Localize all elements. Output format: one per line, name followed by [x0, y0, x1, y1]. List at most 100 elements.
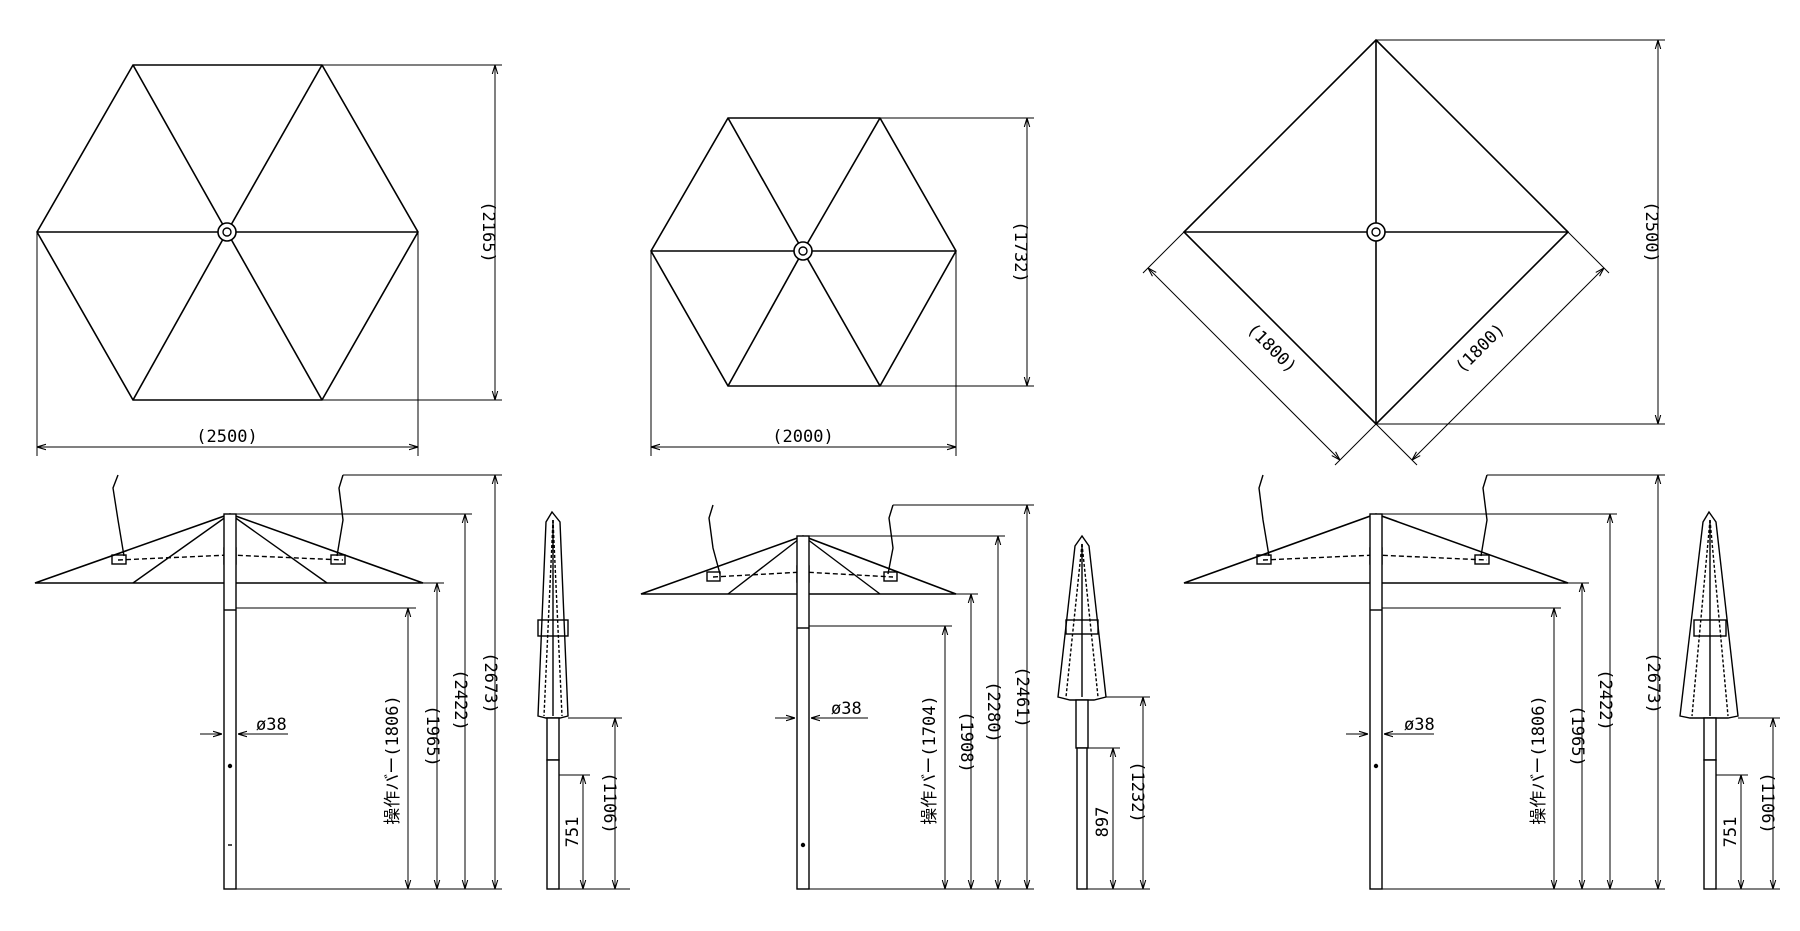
rib [226, 231, 323, 401]
pole [1369, 513, 1383, 890]
dimension-bar [1382, 607, 1561, 889]
dimension-top [893, 504, 1034, 889]
top-view-hexagon-large [36, 64, 502, 456]
dimension-hub [809, 535, 1005, 889]
dimension-label: (2461) [1012, 666, 1032, 727]
pole [546, 759, 560, 890]
top-view-hexagon-small [650, 117, 1034, 456]
dimension-label: (2422) [450, 669, 470, 730]
dimension-canopy-edge [1568, 582, 1589, 889]
dimension-label: 751 [563, 817, 583, 848]
dimension-label: (1106) [599, 772, 619, 833]
closed-view-small [1057, 534, 1150, 890]
rib [727, 117, 804, 252]
pole-diameter-label: ø38 [1404, 715, 1435, 735]
runner [537, 619, 569, 637]
pole [796, 535, 810, 890]
dimension-bar [236, 607, 416, 889]
dimension-top [343, 474, 502, 889]
dimension-label: (2422) [1595, 669, 1615, 730]
rib [727, 250, 804, 387]
rib [132, 64, 228, 233]
dimension-label: (2165) [478, 201, 498, 262]
pole [223, 513, 237, 890]
closed-rib [1709, 519, 1729, 717]
dimension-label: 操作バー(1704) [920, 695, 940, 824]
dimension-canopy-edge [423, 582, 444, 889]
pole [1076, 747, 1088, 890]
hinge [111, 554, 127, 565]
runner [1693, 619, 1727, 637]
dimension-label: (1732) [1010, 221, 1030, 282]
hinge [706, 571, 721, 582]
dimension-label: (2280) [983, 681, 1003, 742]
closed-view-square [1679, 510, 1780, 890]
wind-vent [112, 474, 125, 557]
dimension-label: 操作バー(1806) [1529, 695, 1549, 824]
dimension-top [1487, 474, 1665, 889]
wind-vent [887, 504, 894, 575]
dimension-width [36, 232, 419, 456]
dimension-canopy-edge [956, 593, 978, 889]
dimension-label: (1106) [1757, 772, 1777, 833]
handle [1075, 699, 1089, 749]
dimension-label: (2500) [1641, 201, 1661, 262]
closed-rib [1691, 519, 1711, 717]
rib [132, 231, 228, 401]
rib [226, 64, 323, 233]
canopy-rib [132, 513, 231, 584]
canopy-rib [727, 535, 804, 595]
hinge [1256, 554, 1272, 565]
dimension-tip [1738, 717, 1780, 889]
dimension-handle [559, 774, 590, 889]
dimension-label: (2000) [772, 427, 833, 447]
dimension-label: (1232) [1127, 761, 1147, 822]
side-view-umbrella-small [640, 504, 1034, 890]
closed-rib [552, 519, 563, 717]
dimension-tip [1106, 696, 1150, 889]
pole [1703, 759, 1717, 890]
dimension-handle [1087, 747, 1120, 889]
rib [802, 250, 881, 387]
dimension-label: (2673) [1643, 652, 1663, 713]
closed-view-large [537, 510, 630, 890]
dimension-width [650, 251, 957, 456]
pole-diameter-label: ø38 [256, 715, 287, 735]
dimension-bar [809, 625, 952, 889]
dimension-handle [1716, 774, 1748, 889]
handle [1703, 717, 1717, 761]
wind-vent [708, 504, 721, 575]
wind-vent [1258, 474, 1270, 557]
dimension-label: (2500) [196, 427, 257, 447]
side-view-umbrella-square [1183, 474, 1665, 890]
dimension-label: (1908) [956, 711, 976, 772]
dimension-label: (1800) [1243, 320, 1301, 378]
dimension-label: (1800) [1452, 320, 1510, 378]
dimension-hub [236, 513, 472, 889]
dimension-label: 897 [1093, 807, 1113, 838]
dimension-label: 操作バー(1806) [383, 695, 403, 824]
dimension-side-b [1375, 231, 1610, 466]
side-view-umbrella-large [34, 474, 502, 890]
runner [1065, 619, 1099, 635]
canopy-rib [229, 513, 328, 584]
handle [546, 717, 560, 761]
hinge [883, 571, 898, 582]
top-view-square [1142, 38, 1665, 466]
dimension-hub [1382, 513, 1617, 889]
dimension-side-a [1142, 231, 1377, 466]
canopy-rib [802, 535, 881, 595]
closed-canopy [1679, 510, 1739, 719]
dimension-tip [568, 717, 622, 889]
dimension-label: (2673) [480, 652, 500, 713]
dimension-label: (1965) [422, 705, 442, 766]
wind-vent [336, 474, 344, 557]
dimension-height [322, 64, 502, 401]
wind-vent [1480, 474, 1488, 557]
hinge [330, 554, 346, 565]
dimension-height [880, 117, 1034, 387]
hinge [1474, 554, 1490, 565]
closed-rib [543, 519, 554, 717]
dimension-label: 751 [1721, 817, 1741, 848]
